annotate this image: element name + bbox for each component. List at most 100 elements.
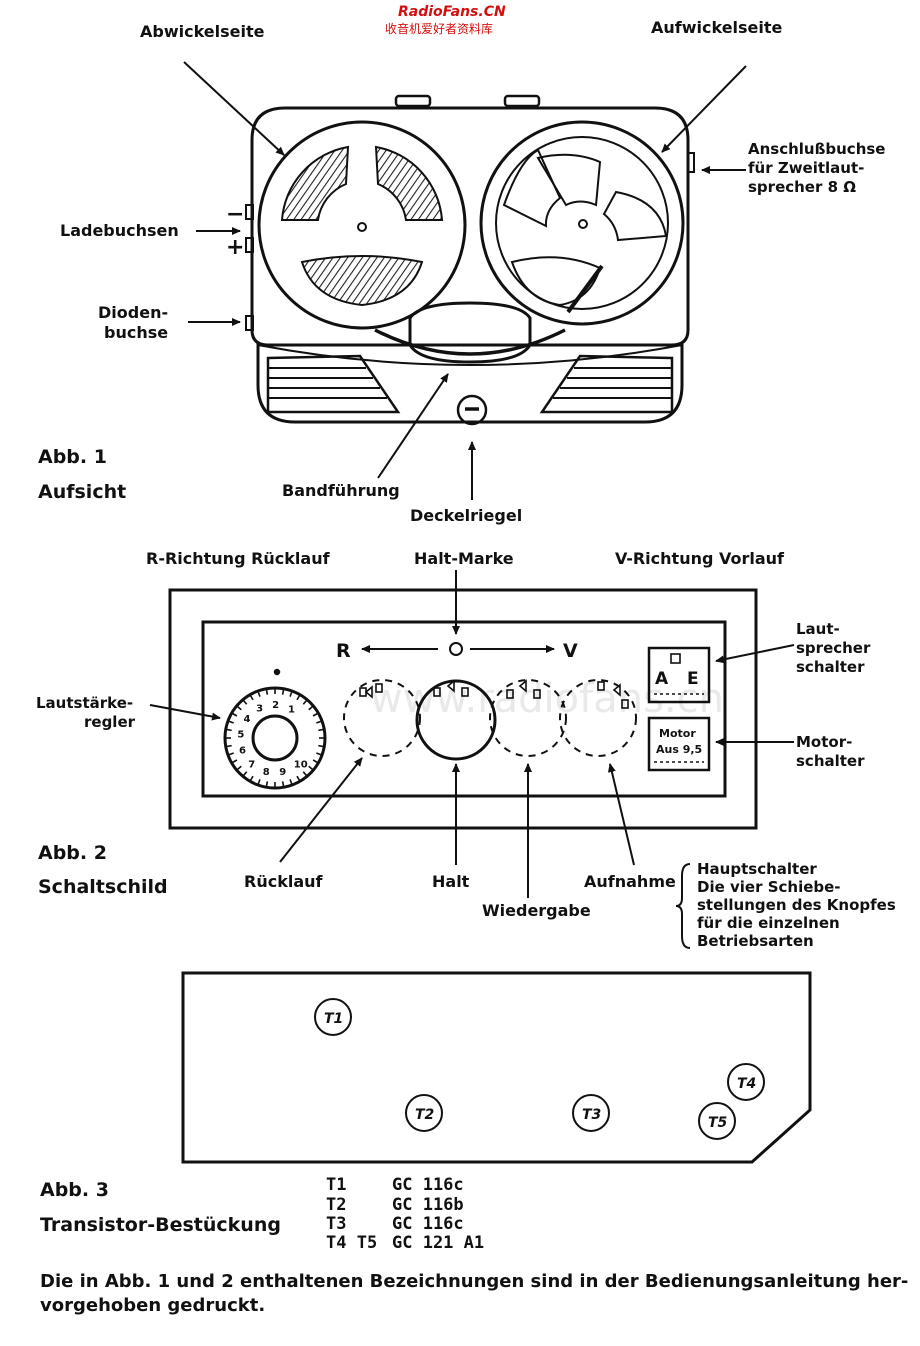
dial-tick: [312, 712, 319, 717]
label-plus: +: [226, 235, 244, 260]
dial-number: 8: [263, 767, 270, 778]
dial-tick: [231, 759, 238, 764]
mode-ruecklauf-ring: [343, 679, 421, 757]
dial-tick: [265, 781, 269, 788]
watermark-site: RadioFans.CN: [398, 4, 506, 20]
dial-tick: [227, 752, 234, 756]
dial-tick: [257, 779, 261, 786]
label-haupt-1: Hauptschalter: [697, 860, 817, 878]
dial-tick: [231, 712, 238, 717]
dial-tick: [227, 720, 234, 724]
motor-box-2: Aus 9,5: [656, 743, 702, 756]
label-r-richtung: R-Richtung Rücklauf: [146, 549, 331, 568]
dial-tick: [296, 775, 301, 782]
mode-glyphs: [359, 679, 629, 709]
table-type-1: GC 116c: [392, 1175, 464, 1195]
dial-tick: [236, 765, 242, 771]
label-laut-1: Laut-: [796, 620, 840, 638]
dial-tick: [316, 752, 323, 756]
dial-tick: [236, 705, 242, 711]
dial-number: 1: [288, 705, 295, 716]
fig3-title: Transistor-Bestückung: [40, 1214, 281, 1236]
figure-2-labels: R-Richtung Rücklauf Halt-Marke V-Richtun…: [36, 549, 896, 950]
label-dioden-1: Dioden-: [98, 303, 168, 322]
motor-switch-box: [647, 716, 711, 772]
watermark: RadioFans.CN 收音机爱好者资料库 www.radiofans.cn: [370, 4, 724, 722]
figure-1-labels: Abwickelseite Aufwickelseite Anschlußbuc…: [38, 18, 885, 525]
lid-tab-right: [503, 94, 541, 108]
footer-note: Die in Abb. 1 und 2 enthaltenen Bezeichn…: [40, 1271, 908, 1316]
t5-circle: [698, 1102, 736, 1140]
label-wiedergabe: Wiedergabe: [482, 901, 591, 920]
switch-e: E: [687, 669, 699, 689]
dial-number: 6: [239, 746, 246, 757]
dial-tick: [308, 765, 314, 771]
dial-tick: [242, 771, 248, 777]
watermark-subtitle: 收音机爱好者资料库: [385, 21, 493, 36]
recorder-body: [250, 106, 690, 347]
label-v-richtung: V-Richtung Vorlauf: [615, 549, 785, 568]
board-t2: T2: [415, 1107, 434, 1123]
figure-3-board: [181, 971, 812, 1164]
footer-line-2: vorgehoben gedruckt.: [40, 1295, 265, 1316]
label-halt-marke: Halt-Marke: [414, 549, 514, 568]
fig1-title: Aufsicht: [38, 481, 126, 503]
table-t-1: T1: [326, 1175, 346, 1195]
dial-number: 2: [272, 700, 279, 711]
dial-tick: [318, 744, 325, 748]
dial-tick: [308, 705, 314, 711]
dial-number: 10: [294, 759, 308, 770]
board-t1: T1: [324, 1011, 343, 1027]
dial-number: 9: [279, 767, 286, 778]
label-laut-3: schalter: [796, 658, 865, 676]
socket-plus: [245, 237, 254, 253]
board-t5: T5: [708, 1115, 728, 1131]
label-dioden-2: buchse: [104, 323, 168, 342]
label-r: R: [336, 640, 351, 662]
dial-tick: [225, 728, 232, 732]
label-v: V: [563, 640, 578, 662]
dial-number: 4: [243, 714, 250, 725]
figure-3-labels: T1 T2 T3 T4 T5 Abb. 3 Transistor-Bestück…: [40, 1011, 756, 1253]
table-t-2: T2: [326, 1195, 346, 1215]
label-haupt-3: stellungen des Knopfes: [697, 896, 896, 914]
table-t-3: T3: [326, 1214, 346, 1234]
label-motor-2: schalter: [796, 752, 865, 770]
dial-tick: [249, 694, 254, 701]
panel-inner: [201, 620, 727, 798]
lid-latch: [456, 394, 488, 426]
label-haupt-5: Betriebsarten: [697, 932, 814, 950]
socket-diode: [245, 315, 254, 331]
speaker-grille-left: [266, 354, 401, 414]
label-halt: Halt: [432, 872, 470, 891]
fig2-abb: Abb. 2: [38, 842, 107, 864]
speaker-switch-box: [647, 646, 711, 704]
board-t3: T3: [582, 1107, 601, 1123]
label-lautstaerke-1: Lautstärke-: [36, 694, 133, 712]
table-t-4: T4 T5: [326, 1233, 377, 1253]
label-anschluss-2: für Zweitlaut-: [748, 159, 864, 177]
front-panel: [256, 343, 684, 424]
dial-tick: [265, 688, 269, 695]
dial-tick: [281, 781, 285, 788]
dial-tick: [296, 694, 301, 701]
table-type-4: GC 121 A1: [392, 1233, 484, 1253]
dial-number: 3: [256, 703, 263, 714]
label-lautstaerke-2: regler: [84, 713, 136, 731]
figure-2-control-panel: [149, 570, 795, 949]
dial-number: 7: [248, 759, 255, 770]
board-t4: T4: [737, 1076, 756, 1092]
reel-takeup: [479, 120, 685, 326]
socket-minus: [245, 204, 254, 220]
dial-tick: [316, 720, 323, 724]
dial-tick: [289, 690, 293, 697]
speaker-grille-right: [539, 354, 674, 414]
figure-1-top-view: [183, 61, 747, 500]
label-abwickelseite: Abwickelseite: [140, 22, 265, 41]
fig3-abb: Abb. 3: [40, 1179, 109, 1201]
dial-tick: [312, 759, 319, 764]
label-ladebuchsen: Ladebuchsen: [60, 221, 179, 240]
